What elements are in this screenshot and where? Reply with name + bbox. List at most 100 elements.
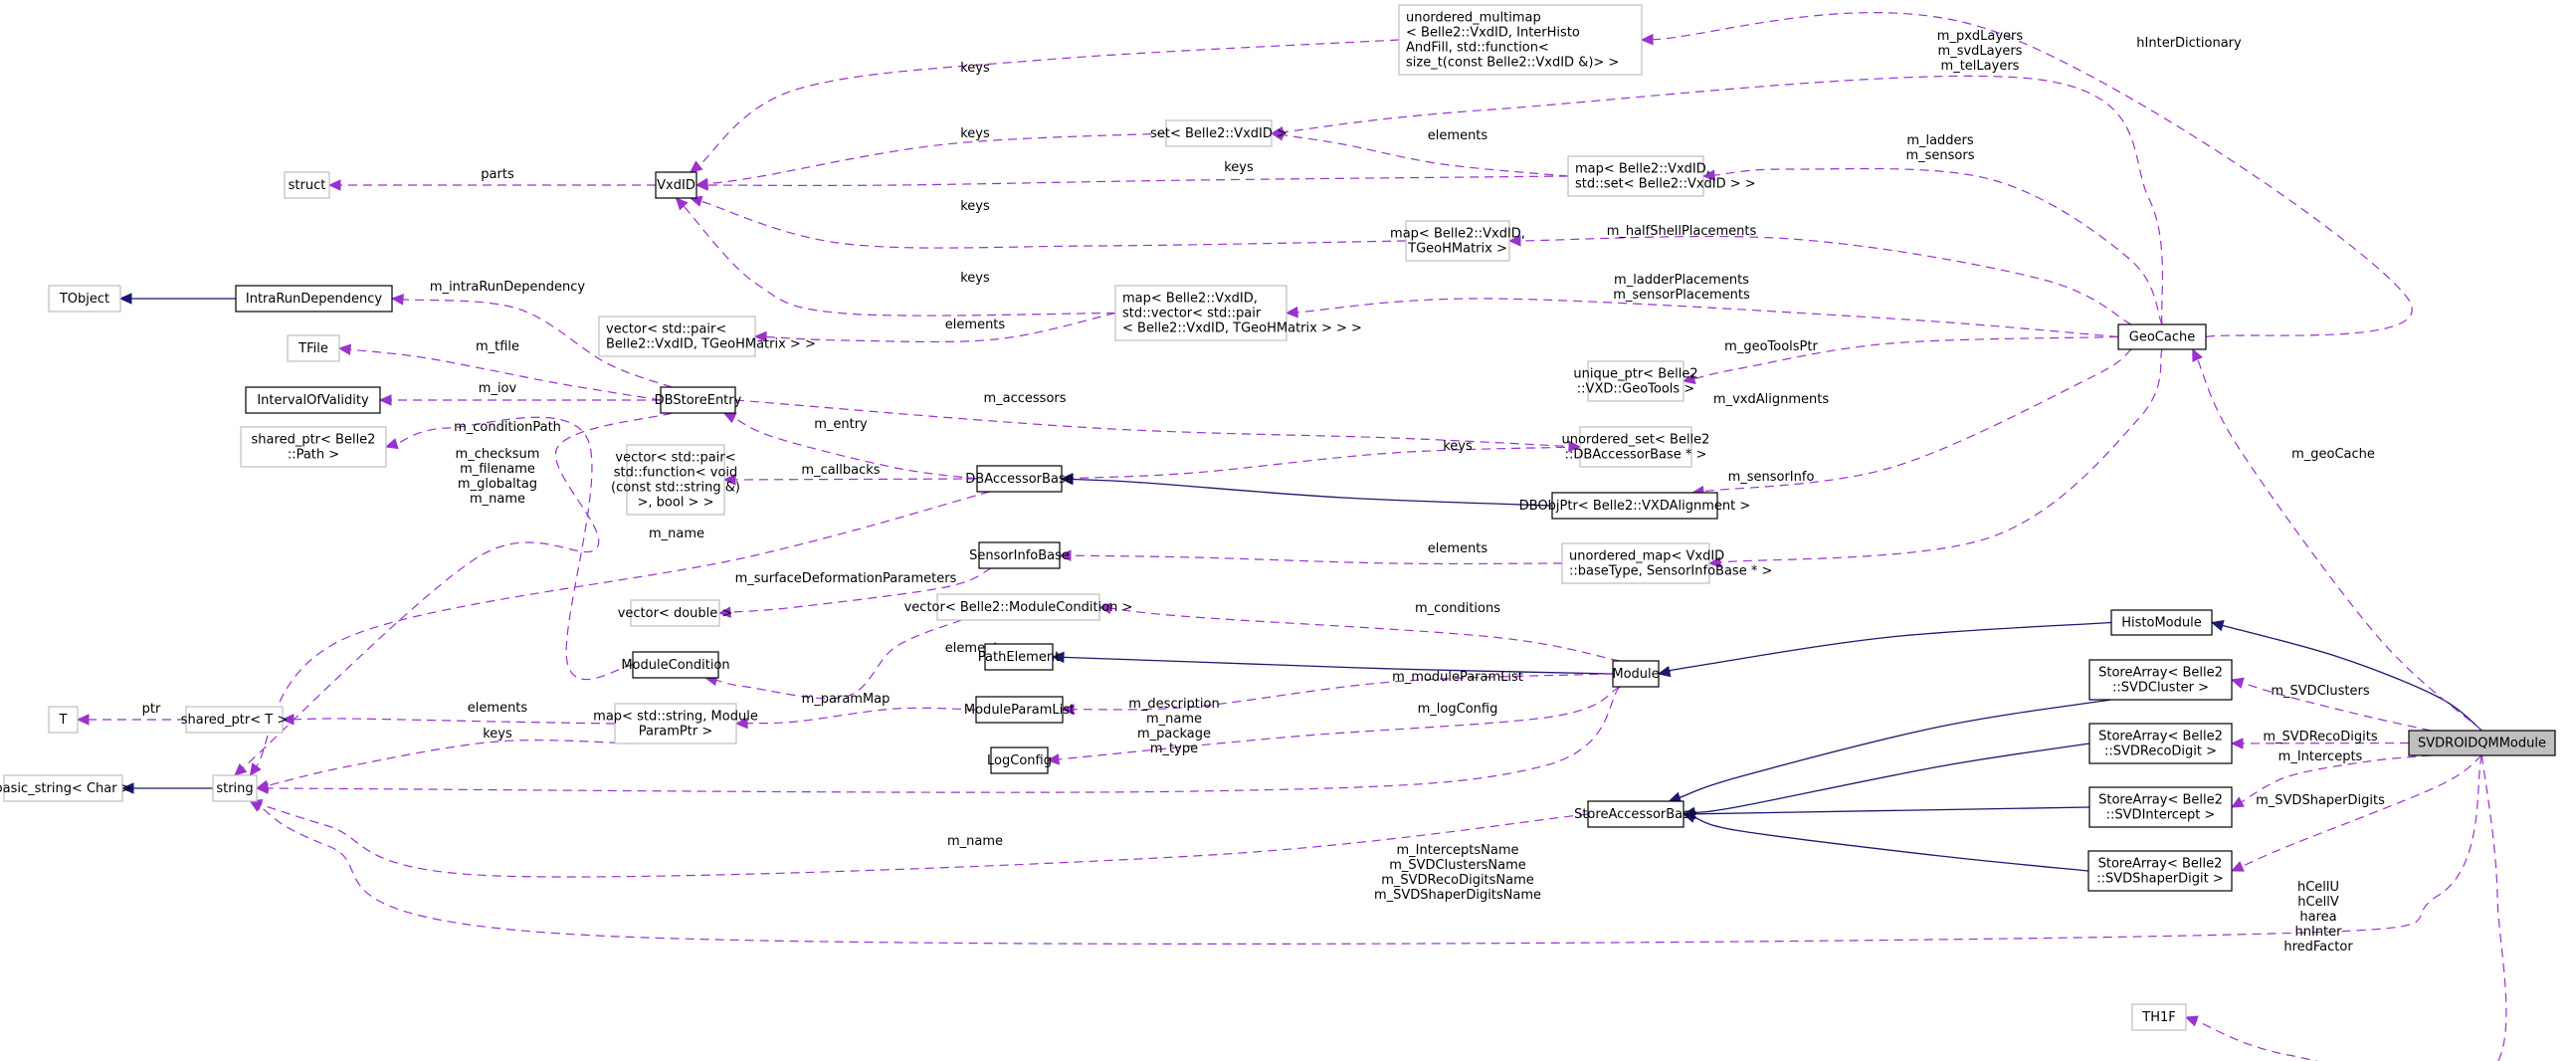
node-label-line: struct [289,178,326,193]
class-node-tfile[interactable]: TFile [287,334,340,362]
class-node-storearray-svdintercept[interactable]: StoreArray< Belle2::SVDIntercept > [2088,786,2233,828]
node-label-line: ::DBAccessorBase * > [1565,448,1707,463]
class-node-dbstoreentry[interactable]: DBStoreEntry [655,386,742,414]
edge-line [1702,348,2132,493]
class-node-storearray-svdrecodigit[interactable]: StoreArray< Belle2::SVDRecoDigit > [2088,723,2233,764]
class-node-pathelement[interactable]: PathElement [978,643,1060,671]
class-node-string[interactable]: string [212,774,258,802]
edge-geocache-to-unique-ptr-geotools [1682,335,2119,385]
class-node-intrarundependency[interactable]: IntraRunDependency [235,285,393,313]
edge-label-line: m_conditionPath [454,420,561,435]
class-node-map-vxdid-tgeo[interactable]: map< Belle2::VxdID,TGeoHMatrix > [1390,220,1525,262]
edge-svdroidqmmodule-to-storearray-svdintercept [2230,754,2432,808]
edge-label-line: keys [483,727,512,742]
node-box [2088,659,2233,701]
node-label-line: >, bool > > [638,496,714,511]
class-node-tobject[interactable]: TObject [48,285,121,313]
class-node-dbaccessorbase[interactable]: DBAccessorBase [965,465,1074,493]
edge-unordered-set-dbaccessor-to-dbaccessorbase [1060,446,1581,485]
node-label-line: Belle2::VxdID, TGeoHMatrix > > [606,337,816,352]
arrowhead-icon [234,763,248,776]
node-label-line: (const std::string &) [611,481,740,496]
class-node-logconfig[interactable]: LogConfig [987,746,1052,774]
edge-label-line: m_iov [479,381,517,396]
edge-label-line: m_name [649,527,704,541]
class-node-modulecondition[interactable]: ModuleCondition [621,651,730,679]
arrowhead-icon [2192,347,2203,362]
node-label-line: ::SVDShaperDigit > [2096,872,2224,887]
class-node-shared-ptr-path[interactable]: shared_ptr< Belle2::Path > [240,426,387,468]
edge-line [396,416,634,681]
class-node-map-vxdid-vector[interactable]: map< Belle2::VxdID, std::vector< std::pa… [1114,285,1362,341]
node-label-line: < Belle2::VxdID, InterHisto [1406,26,1580,41]
class-node-storeaccessorbase[interactable]: StoreAccessorBase [1574,800,1697,828]
class-node-t[interactable]: T [48,706,79,734]
edge-storearray-svdshaperdigit-to-storeaccessorbase [1682,811,2089,872]
class-node-histomodule[interactable]: HistoModule [2110,609,2213,636]
class-node-unordered-set-dbaccessor[interactable]: unordered_set< Belle2::DBAccessorBase * … [1562,426,1710,468]
edge-dbstoreentry-to-string [234,412,673,776]
edge-line [2242,682,2432,732]
class-node-intervalofvalidity[interactable]: IntervalOfValidity [245,386,381,414]
class-node-struct[interactable]: struct [284,171,330,199]
node-label-line: std::vector< std::pair [1122,307,1262,321]
edge-map-vxdid-set-to-set-vxdid [1270,129,1569,177]
class-node-sensorinfobase[interactable]: SensorInfoBase [969,541,1070,569]
class-node-vector-modulecondition[interactable]: vector< Belle2::ModuleCondition > [904,593,1133,621]
class-node-basic-string[interactable]: basic_string< Char > [0,774,132,802]
edge-unordered-multimap-to-vxdid [689,39,1400,173]
class-node-module[interactable]: Module [1612,660,1660,688]
node-label-line: unordered_multimap [1406,11,1541,26]
arrowhead-icon [76,714,90,726]
arrowhead-icon [120,782,134,794]
edge-line [729,567,992,613]
edge-label: m_vxdAlignments [1713,392,1829,407]
edge-label-line: keys [960,61,990,76]
class-node-storearray-svdshaperdigit[interactable]: StoreArray< Belle2::SVDShaperDigit > [2087,850,2233,892]
node-label-line: unordered_map< VxdID [1569,549,1724,564]
nodes-layer: unordered_multimap< Belle2::VxdID, Inter… [0,4,2556,1031]
class-node-unique-ptr-geotools[interactable]: unique_ptr< Belle2::VXD::GeoTools > [1573,360,1698,402]
class-node-svdroidqmmodule[interactable]: SVDROIDQMModule [2408,730,2556,756]
edge-label-line: m_package [1137,727,1211,742]
node-box [975,696,1064,724]
arrowhead-icon [1051,651,1065,664]
edge-line [256,491,990,767]
edge-map-string-paramptr-to-string [255,740,634,791]
edge-label-line: m_pxdLayers [1937,29,2024,44]
class-node-geocache[interactable]: GeoCache [2117,323,2207,350]
edge-line [1109,607,1621,662]
class-node-set-vxdid[interactable]: set< Belle2::VxdID > [1150,119,1288,147]
arrowhead-icon [1682,811,1696,823]
edge-label-line: m_sensors [1905,148,1974,163]
class-node-storearray-svdcluster[interactable]: StoreArray< Belle2::SVDCluster > [2088,659,2233,701]
class-node-shared-ptr-t[interactable]: shared_ptr< T > [181,706,288,734]
edge-label-line: m_SVDRecoDigitsName [1381,873,1534,888]
node-label-line: ::VXD::GeoTools > [1577,382,1694,397]
class-node-dbobjptr[interactable]: DBObjPtr< Belle2::VXDAlignment > [1519,492,1750,520]
class-node-moduleparamlist[interactable]: ModuleParamList [964,696,1075,724]
class-node-map-vxdid-set[interactable]: map< Belle2::VxdID, std::set< Belle2::Vx… [1567,155,1756,197]
edge-label-line: m_accessors [983,391,1066,406]
class-node-vector-double[interactable]: vector< double > [618,599,733,627]
edge-line [267,740,634,787]
class-node-vector-pair-function[interactable]: vector< std::pair< std::function< void(c… [611,444,740,516]
edge-geocache-to-map-vxdid-set [1701,167,2163,325]
class-node-vxdid[interactable]: VxdID [655,171,697,199]
edge-label: m_surfaceDeformationParameters [735,571,957,586]
class-node-unordered-multimap[interactable]: unordered_multimap< Belle2::VxdID, Inter… [1398,4,1643,76]
edge-label-line: m_telLayers [1941,59,2020,74]
node-box [2088,723,2233,764]
arrowhead-icon [2230,738,2244,749]
edge-map-vxdid-tgeo-to-vxdid [689,195,1407,249]
node-box [630,599,720,627]
class-node-unordered-map-sensorinfo[interactable]: unordered_map< VxdID::baseType, SensorIn… [1561,542,1772,584]
node-label-line: TH1F [2141,1010,2175,1025]
edge-label-line: m_SVDShaperDigitsName [1374,888,1541,903]
class-node-vector-pair-tgeo[interactable]: vector< std::pair< Belle2::VxdID, TGeoHM… [598,316,816,357]
edge-label-line: m_tfile [476,339,519,354]
class-node-th1f[interactable]: TH1F [2131,1003,2187,1031]
